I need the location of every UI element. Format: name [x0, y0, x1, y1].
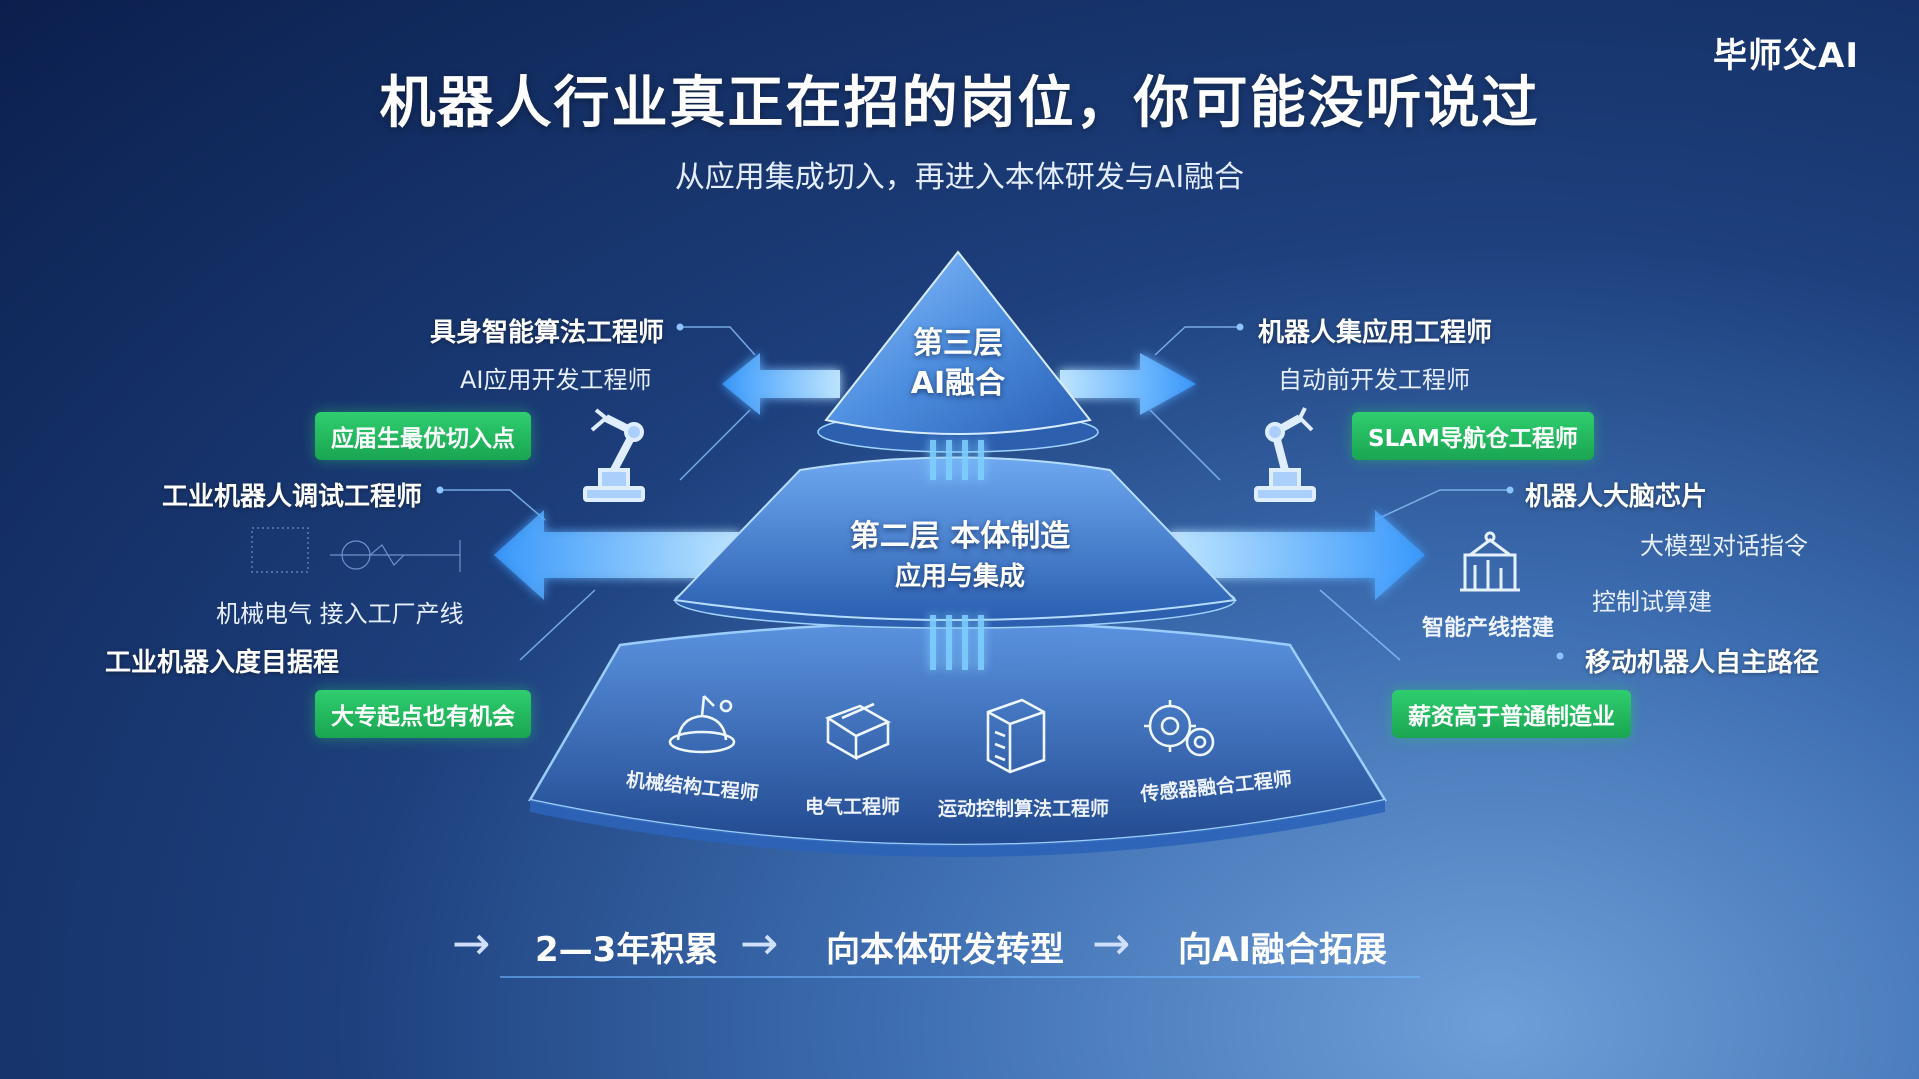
right-badge-bottom: 薪资高于普通制造业	[1392, 690, 1631, 738]
connector-dots	[436, 323, 1564, 660]
gears-icon	[1144, 700, 1215, 757]
right-note-1: 大模型对话指令	[1640, 532, 1808, 560]
pyramid-apex	[817, 250, 1099, 453]
left-role-top: 具身智能算法工程师	[430, 318, 665, 348]
mechanical-icon	[668, 695, 736, 754]
tier1-label-motion-control: 运动控制算法工程师	[938, 798, 1110, 820]
right-role-mid: 机器人大脑芯片	[1525, 482, 1708, 512]
page-subtitle: 从应用集成切入，再进入本体研发与AI融合	[674, 160, 1245, 195]
tier3-line2: AI融合	[910, 366, 1006, 401]
connector-lines	[440, 326, 1510, 661]
right-note-2: 控制试算建	[1592, 588, 1712, 616]
path-step-3: 向AI融合拓展	[1178, 930, 1387, 970]
tier2-line1: 第二层 本体制造	[849, 519, 1071, 554]
tier1-icons	[668, 695, 1215, 774]
right-role-top-sub: 自动前开发工程师	[1278, 366, 1470, 394]
right-role-top: 机器人集应用工程师	[1258, 318, 1493, 348]
tier2-line2: 应用与集成	[894, 562, 1025, 592]
server-icon	[986, 698, 1046, 774]
right-role-bottom: 移动机器人自主路径	[1585, 648, 1820, 678]
right-badge-top: SLAM导航仓工程师	[1352, 412, 1594, 460]
tier1-label-electrical: 电气工程师	[805, 796, 901, 818]
pyramid-middle	[672, 456, 1238, 629]
arrow-right-icon: →	[452, 916, 491, 970]
path-step-1: 2—3年积累	[535, 930, 719, 970]
robot-arm-right-icon	[1254, 407, 1316, 502]
electrical-icon	[825, 702, 891, 761]
left-badge-top: 应届生最优切入点	[315, 412, 531, 460]
arrow-right-icon: →	[1092, 916, 1131, 970]
page-title: 机器人行业真正在招的岗位，你可能没听说过	[379, 71, 1540, 136]
left-role-bottom: 工业机器入度目据程	[105, 648, 340, 678]
tier3-line1: 第三层	[913, 326, 1003, 361]
robot-arm-left-icon	[583, 408, 645, 502]
left-role-top-sub: AI应用开发工程师	[460, 366, 652, 394]
left-badge-bottom: 大专起点也有机会	[315, 690, 531, 738]
right-icon-caption: 智能产线搭建	[1422, 616, 1555, 641]
side-arrows	[494, 353, 1425, 600]
blueprint-icon	[251, 527, 461, 573]
factory-chart-icon	[1460, 531, 1520, 592]
path-step-2: 向本体研发转型	[826, 930, 1064, 970]
tier-light-beams	[930, 440, 984, 670]
arrow-right-icon: →	[740, 916, 779, 970]
brand-logo: 毕师父AI	[1713, 36, 1859, 76]
left-mid-note: 机械电气 接入工厂产线	[216, 600, 464, 628]
left-role-mid: 工业机器人调试工程师	[162, 482, 423, 512]
pyramid-base	[528, 621, 1387, 857]
